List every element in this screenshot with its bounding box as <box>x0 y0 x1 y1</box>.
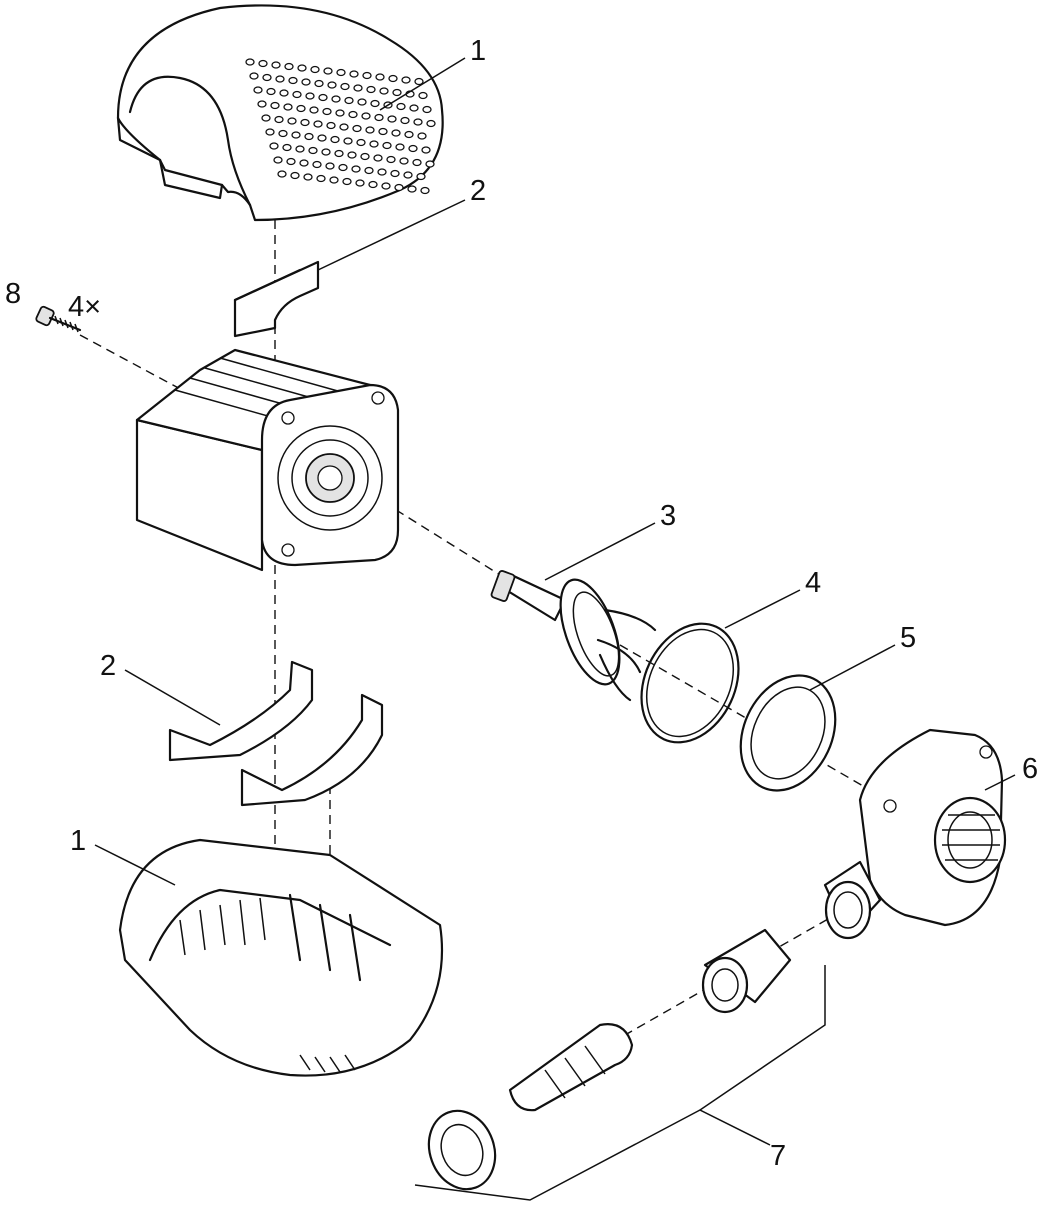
motor-block <box>135 348 400 572</box>
cover-perforations <box>245 58 436 195</box>
callout-numbers: 1 2 8 4× 3 4 5 6 2 1 7 <box>5 35 1038 1172</box>
top-strainer-cover <box>116 4 444 222</box>
callout-screw-quantity: 4× <box>68 291 101 323</box>
pump-head-housing <box>858 728 1007 927</box>
callout-seal-ring: 5 <box>900 622 916 654</box>
fixing-screw <box>35 305 82 333</box>
callout-connector-set: 7 <box>770 1140 786 1172</box>
callout-o-ring: 4 <box>805 567 821 599</box>
callout-screw-number: 8 <box>5 278 21 310</box>
callout-leader-lines <box>94 57 1016 1201</box>
bottom-base <box>118 838 444 1077</box>
callout-impeller: 3 <box>660 500 676 532</box>
bottom-foam-filters <box>168 660 384 807</box>
callout-top-foam: 2 <box>470 175 486 207</box>
callout-bottom-foam: 2 <box>100 650 116 682</box>
callout-pump-head: 6 <box>1022 753 1038 785</box>
hose-connector-set <box>427 860 882 1191</box>
seal-ring <box>739 674 837 792</box>
top-foam-filter <box>233 260 320 338</box>
impeller-rotor <box>490 570 657 702</box>
o-ring <box>640 622 740 744</box>
callout-bottom-cover: 1 <box>70 825 86 857</box>
callout-top-cover: 1 <box>470 35 486 67</box>
